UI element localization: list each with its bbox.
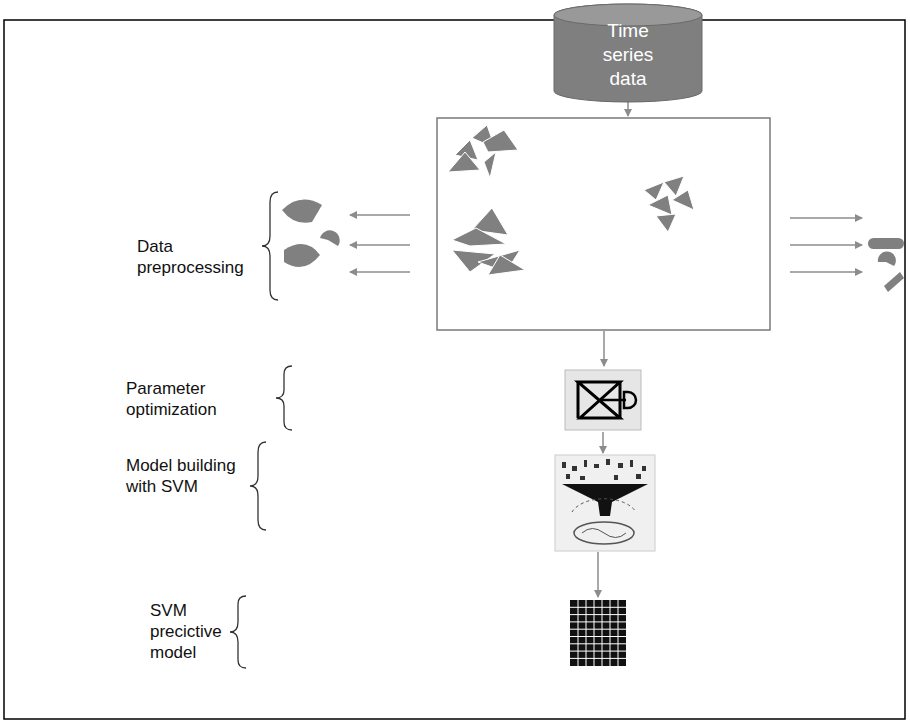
grid-icon [570,600,626,666]
left-arrows [350,215,410,272]
funnel-illustration [555,455,655,551]
optimization-icon [565,370,641,430]
right-shapes [868,238,904,292]
node-text: Time series data [586,19,670,91]
stage-label: Model building with SVM [126,455,238,497]
outer-frame [4,20,905,719]
database-cylinder: Time series data [553,3,703,103]
stage-label: Parameter optimization [126,378,271,420]
stage-label: Data preprocessing [137,236,262,278]
left-shapes [282,200,340,268]
data-box [437,118,770,330]
stage-label: SVM precictive model [150,600,238,663]
right-arrows [790,218,862,272]
triangle-shapes [448,125,694,275]
